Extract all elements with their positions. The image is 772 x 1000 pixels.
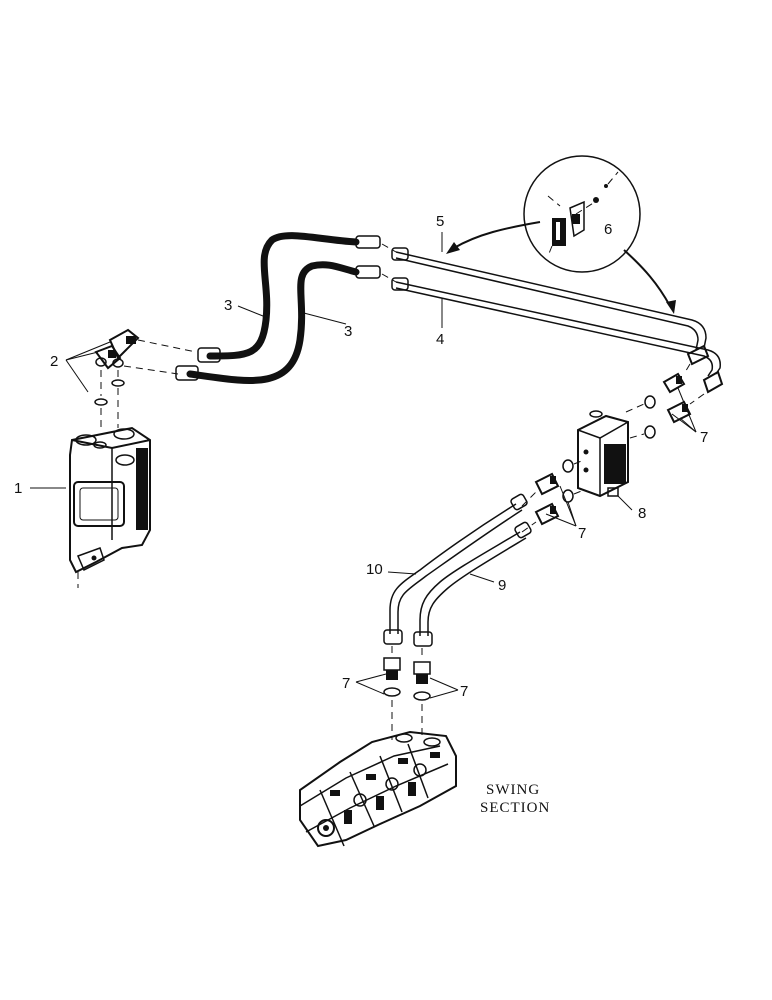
leader-lines — [30, 232, 697, 699]
callout-pump: 1 — [14, 480, 22, 497]
callout-tube-lower: 4 — [436, 331, 444, 348]
callout-fittings-middle: 7 — [578, 525, 586, 542]
callout-fittings-right: 7 — [700, 429, 708, 446]
callout-tube-short: 9 — [498, 577, 506, 594]
callout-swivel-block: 8 — [638, 505, 646, 522]
caption-line-2: SECTION — [480, 800, 550, 816]
callout-elbow-fittings: 2 — [50, 353, 58, 370]
callout-tube-upper: 5 — [436, 213, 444, 230]
hydraulic-pump — [69, 426, 151, 574]
callout-tube-long: 10 — [366, 561, 383, 578]
control-valve-bank — [299, 730, 457, 848]
callout-hose-upper: 3 — [224, 297, 232, 314]
elbow-fittings — [94, 328, 140, 406]
callout-hose-lower: 3 — [344, 323, 352, 340]
callout-fittings-valve-left: 7 — [342, 675, 350, 692]
caption-line-1: SWING — [486, 782, 540, 798]
callout-clamp-detail: 6 — [604, 221, 612, 238]
fittings-valve — [383, 657, 431, 701]
steel-tubes-upper — [391, 247, 724, 394]
steel-tubes-lower — [383, 493, 532, 647]
hose-assemblies — [175, 232, 381, 384]
clamp-detail-inset — [523, 155, 641, 273]
fittings-middle — [534, 459, 574, 526]
callout-fittings-valve-right: 7 — [460, 683, 468, 700]
fittings-right — [644, 372, 692, 439]
swivel-block — [577, 410, 629, 498]
